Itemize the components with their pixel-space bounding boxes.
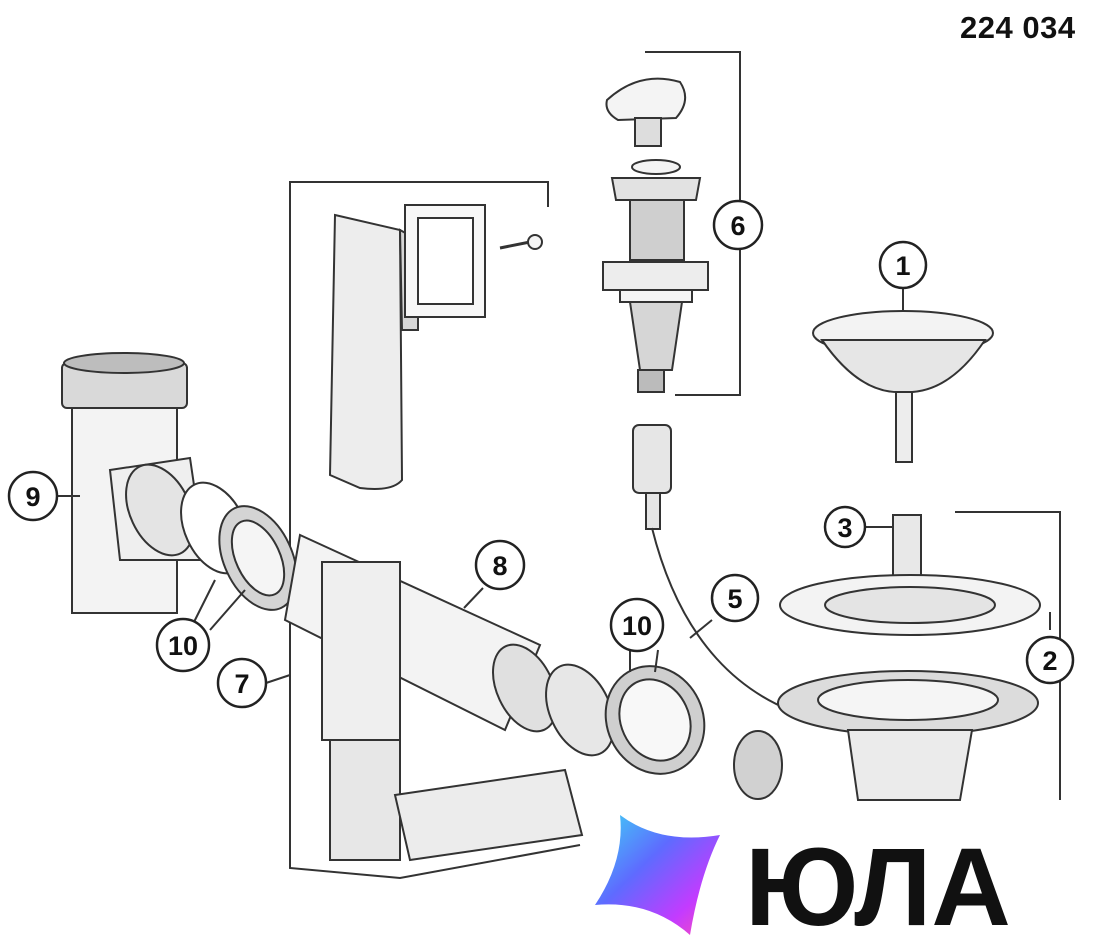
callout-label-7: 7 (234, 669, 249, 699)
callout-circle-8 (474, 539, 526, 591)
callout-circle-10-right (609, 597, 665, 653)
overflow-knob-assembly (602, 77, 709, 530)
callout-circle-6 (712, 199, 764, 251)
callout-label-3: 3 (837, 513, 852, 543)
callout-label-6: 6 (730, 211, 745, 241)
callout-label-1: 1 (895, 251, 910, 281)
callout-circle-1 (878, 240, 928, 290)
callout-circle-2 (1025, 635, 1075, 685)
group-7-bracket (289, 181, 581, 880)
yula-logo: ЮЛА (595, 815, 1011, 943)
rings-right (545, 663, 706, 775)
callout-circle-3 (823, 505, 867, 549)
callout-circle-9 (7, 470, 59, 522)
callout-label-8: 8 (492, 551, 507, 581)
callout-circle-7 (216, 657, 268, 709)
flat-overflow-adapter (328, 204, 543, 490)
callout-label-10-right: 10 (622, 611, 652, 641)
rings-left (180, 481, 298, 611)
basket-waste (777, 574, 1041, 801)
callout-label-2: 2 (1042, 646, 1057, 676)
callout-label-9: 9 (25, 482, 40, 512)
group-2-bracket (955, 511, 1061, 800)
coupling-nut (733, 730, 783, 800)
overflow-tail-pipe (321, 561, 584, 862)
part-code: 224 034 (960, 10, 1076, 45)
logo-wordmark: ЮЛА (745, 826, 1011, 938)
callout-label-5: 5 (727, 584, 742, 614)
callout-circle-10-left (155, 617, 211, 673)
logo-star-icon (595, 815, 720, 935)
strainer-basket (812, 310, 994, 463)
callout-circle-5 (710, 573, 760, 623)
callout-label-10-left: 10 (168, 631, 198, 661)
t-piece (61, 352, 207, 614)
